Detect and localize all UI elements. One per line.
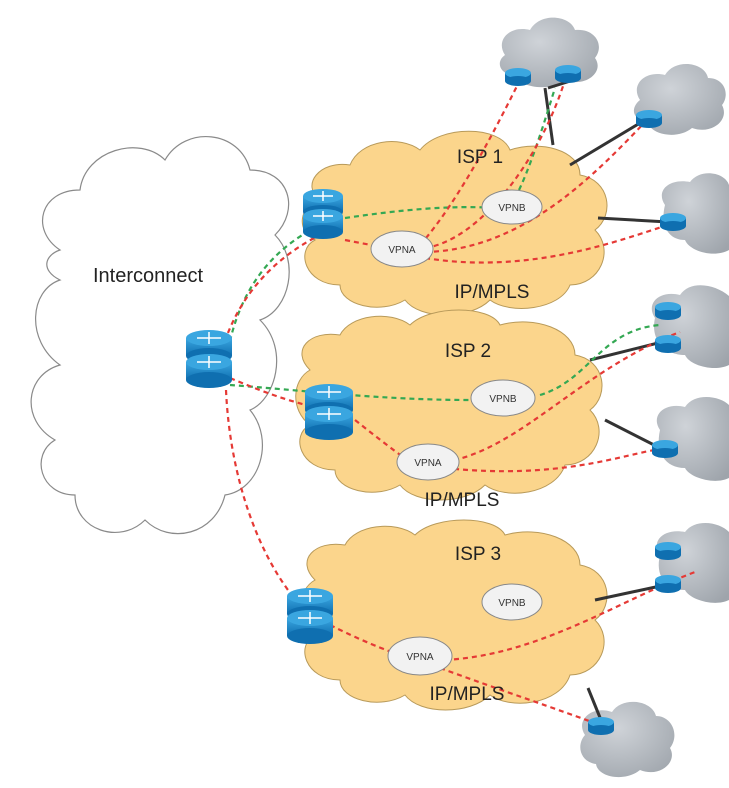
vpn-instances: VPNB VPNA VPNB VPNA VPNB VPNA xyxy=(370,189,543,676)
isp1-vpnb-label: VPNB xyxy=(498,203,526,214)
isp2-vpna-label: VPNA xyxy=(414,458,442,469)
isp3-vpnb-label: VPNB xyxy=(498,598,526,609)
isp3-vpnb xyxy=(481,583,543,621)
isp2-vpnb xyxy=(470,379,536,417)
isp3-name: ISP 3 xyxy=(455,544,501,565)
isp2-vpnb-label: VPNB xyxy=(489,394,517,405)
router-icon xyxy=(655,335,681,353)
isp3-vpna xyxy=(387,636,453,676)
isp3-vpna-label: VPNA xyxy=(406,652,434,663)
router-stack-icon xyxy=(186,330,232,388)
router-icon xyxy=(636,110,662,128)
isp1-vpnb xyxy=(481,189,543,225)
router-icon xyxy=(505,68,531,86)
cloud-icon xyxy=(651,285,729,369)
router-icon xyxy=(555,65,581,83)
isp3-cloud xyxy=(300,519,608,711)
isp1-network: IP/MPLS xyxy=(455,282,530,303)
isp1-vpna xyxy=(370,230,434,268)
router-icon xyxy=(655,542,681,560)
router-stack-icon xyxy=(305,384,353,440)
router-icon xyxy=(588,717,614,735)
router-stack-icon xyxy=(287,588,333,644)
router-icon xyxy=(652,440,678,458)
interconnect-cloud xyxy=(30,136,290,535)
router-icon xyxy=(655,302,681,320)
isp2-vpna xyxy=(396,443,460,481)
isp3-network: IP/MPLS xyxy=(430,684,505,705)
isp2-cloud xyxy=(295,309,603,501)
router-icon xyxy=(655,575,681,593)
router-icon xyxy=(660,213,686,231)
cloud-icon xyxy=(580,701,675,778)
customer-clouds xyxy=(499,17,729,778)
isp1-vpna-label: VPNA xyxy=(388,245,416,256)
router-stack-icon xyxy=(303,189,343,239)
isp2-name: ISP 2 xyxy=(445,341,491,362)
isp2-network: IP/MPLS xyxy=(425,490,500,511)
cloud-icon xyxy=(656,396,729,481)
interconnect-label: Interconnect xyxy=(93,265,204,287)
isp1-name: ISP 1 xyxy=(457,147,503,168)
isp1-cloud xyxy=(301,130,608,316)
cloud-icon xyxy=(661,173,729,254)
